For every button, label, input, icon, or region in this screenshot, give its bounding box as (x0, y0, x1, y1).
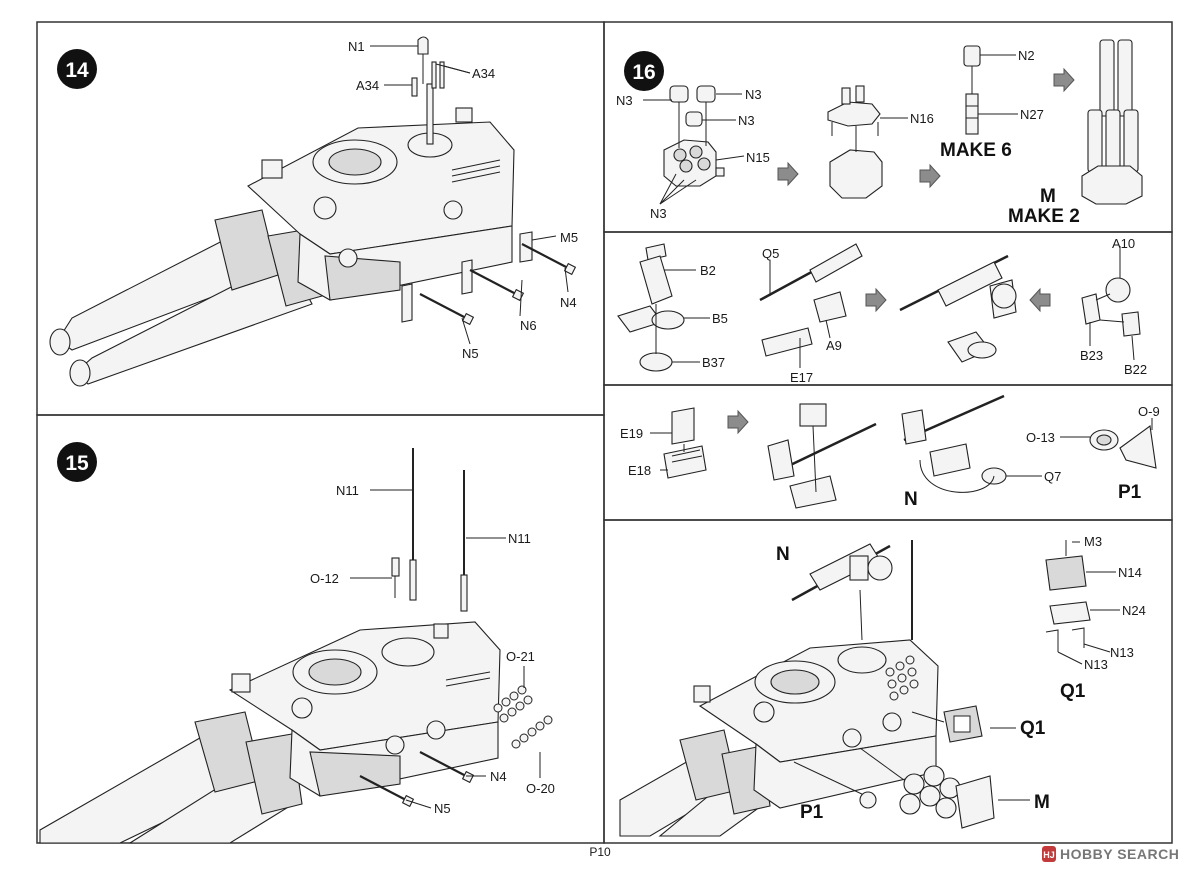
gun-assembly-panel: B2 B5 B37 Q5 E17 A9 A10 B23 B22 (617, 236, 1147, 385)
m-rocket-pod (1081, 39, 1143, 205)
label-A10: A10 (1112, 236, 1135, 251)
label-N1: N1 (348, 39, 365, 54)
label-M3: M3 (1084, 534, 1102, 549)
final-assembly-panel: M3 N14 N24 N13 N13 N Q1 Q1 P1 M (619, 534, 1146, 837)
gun-with-ammo-box (767, 403, 877, 509)
label-N27: N27 (1020, 107, 1044, 122)
letter-M: M (1034, 792, 1050, 813)
label-B2: B2 (700, 263, 716, 278)
label-N15: N15 (746, 150, 770, 165)
n16-frame-assembly (827, 85, 883, 199)
ammo-assembly-panel: E19 E18 Q7 O-13 O-9 N P1 (620, 394, 1160, 510)
step-badge-16 (624, 51, 664, 91)
label-B5: B5 (712, 311, 728, 326)
label-O-20: O-20 (526, 781, 555, 796)
label-E18: E18 (628, 463, 651, 478)
label-N3-c: N3 (738, 113, 755, 128)
make-6-note: MAKE 6 (940, 140, 1012, 161)
page-number: P10 (589, 845, 611, 859)
final-m-pod (859, 747, 995, 829)
step-badge-14 (57, 49, 97, 89)
p1-parts (1089, 425, 1157, 469)
label-N6: N6 (520, 318, 537, 333)
label-B37: B37 (702, 355, 725, 370)
final-turret (619, 540, 939, 837)
label-N3-a: N3 (616, 93, 633, 108)
label-Q7: Q7 (1044, 469, 1061, 484)
letter-P1: P1 (800, 802, 824, 823)
label-O-12: O-12 (310, 571, 339, 586)
letter-N: N (776, 544, 790, 565)
frame-step-16 (603, 21, 1173, 233)
step-number-15: 15 (65, 452, 89, 475)
label-N11-right: N11 (508, 531, 531, 546)
assembly-letter-N: N (904, 489, 918, 510)
label-N24: N24 (1122, 603, 1146, 618)
step-16: 16 (616, 39, 1143, 227)
label-N5: N5 (462, 346, 479, 361)
label-E17: E17 (790, 370, 813, 385)
step-badge-15 (57, 442, 97, 482)
label-N4: N4 (490, 769, 507, 784)
label-M5: M5 (560, 230, 578, 245)
label-E19: E19 (620, 426, 643, 441)
label-N2: N2 (1018, 48, 1035, 63)
label-N13-b: N13 (1084, 657, 1108, 672)
assembly-letter-M: M (1040, 186, 1056, 207)
make-2-note: MAKE 2 (1008, 206, 1080, 227)
ammo-box-parts (663, 407, 707, 479)
letter-Q1-small: Q1 (1060, 681, 1086, 702)
part-letter-P1: P1 (1118, 482, 1142, 503)
step-number-14: 14 (65, 59, 89, 82)
label-O-13: O-13 (1026, 430, 1055, 445)
machine-gun-parts (759, 243, 863, 357)
assembled-gun (899, 254, 1017, 363)
label-N14: N14 (1118, 565, 1142, 580)
label-N3-d: N3 (650, 206, 667, 221)
watermark-logo-mark: HJ (1043, 850, 1055, 860)
label-O-21: O-21 (506, 649, 535, 664)
mount-a-b-parts (1081, 277, 1141, 337)
watermark-text: HOBBY SEARCH (1060, 846, 1179, 862)
step-15: 15 (39, 442, 555, 844)
turret-drawing-14 (49, 36, 577, 387)
label-B23: B23 (1080, 348, 1103, 363)
mount-b-parts (617, 243, 685, 372)
step-number-16: 16 (632, 61, 655, 84)
label-A34-left: A34 (356, 78, 379, 93)
final-q1-box (911, 540, 1091, 743)
final-n-gun (791, 543, 893, 641)
label-Q5: Q5 (762, 246, 779, 261)
frame-final-assembly (603, 519, 1173, 844)
watermark-logo-icon (1042, 846, 1056, 862)
letter-Q1: Q1 (1020, 718, 1046, 739)
watermark: HJ HOBBY SEARCH (1042, 846, 1179, 862)
label-N13-a: N13 (1110, 645, 1134, 660)
label-A34-right: A34 (472, 66, 495, 81)
label-A9: A9 (826, 338, 842, 353)
label-N4: N4 (560, 295, 577, 310)
turret-drawing-15 (39, 448, 553, 844)
n15-base-assembly (663, 85, 725, 187)
label-N5: N5 (434, 801, 451, 816)
label-N11-left: N11 (336, 483, 359, 498)
step-14: 14 (49, 36, 578, 387)
label-N3-b: N3 (745, 87, 762, 102)
n2-n27-rod (963, 45, 981, 135)
final-p1-mount (793, 761, 877, 809)
label-N16: N16 (910, 111, 934, 126)
assembled-n (901, 394, 1007, 493)
label-O-9: O-9 (1138, 404, 1160, 419)
label-B22: B22 (1124, 362, 1147, 377)
